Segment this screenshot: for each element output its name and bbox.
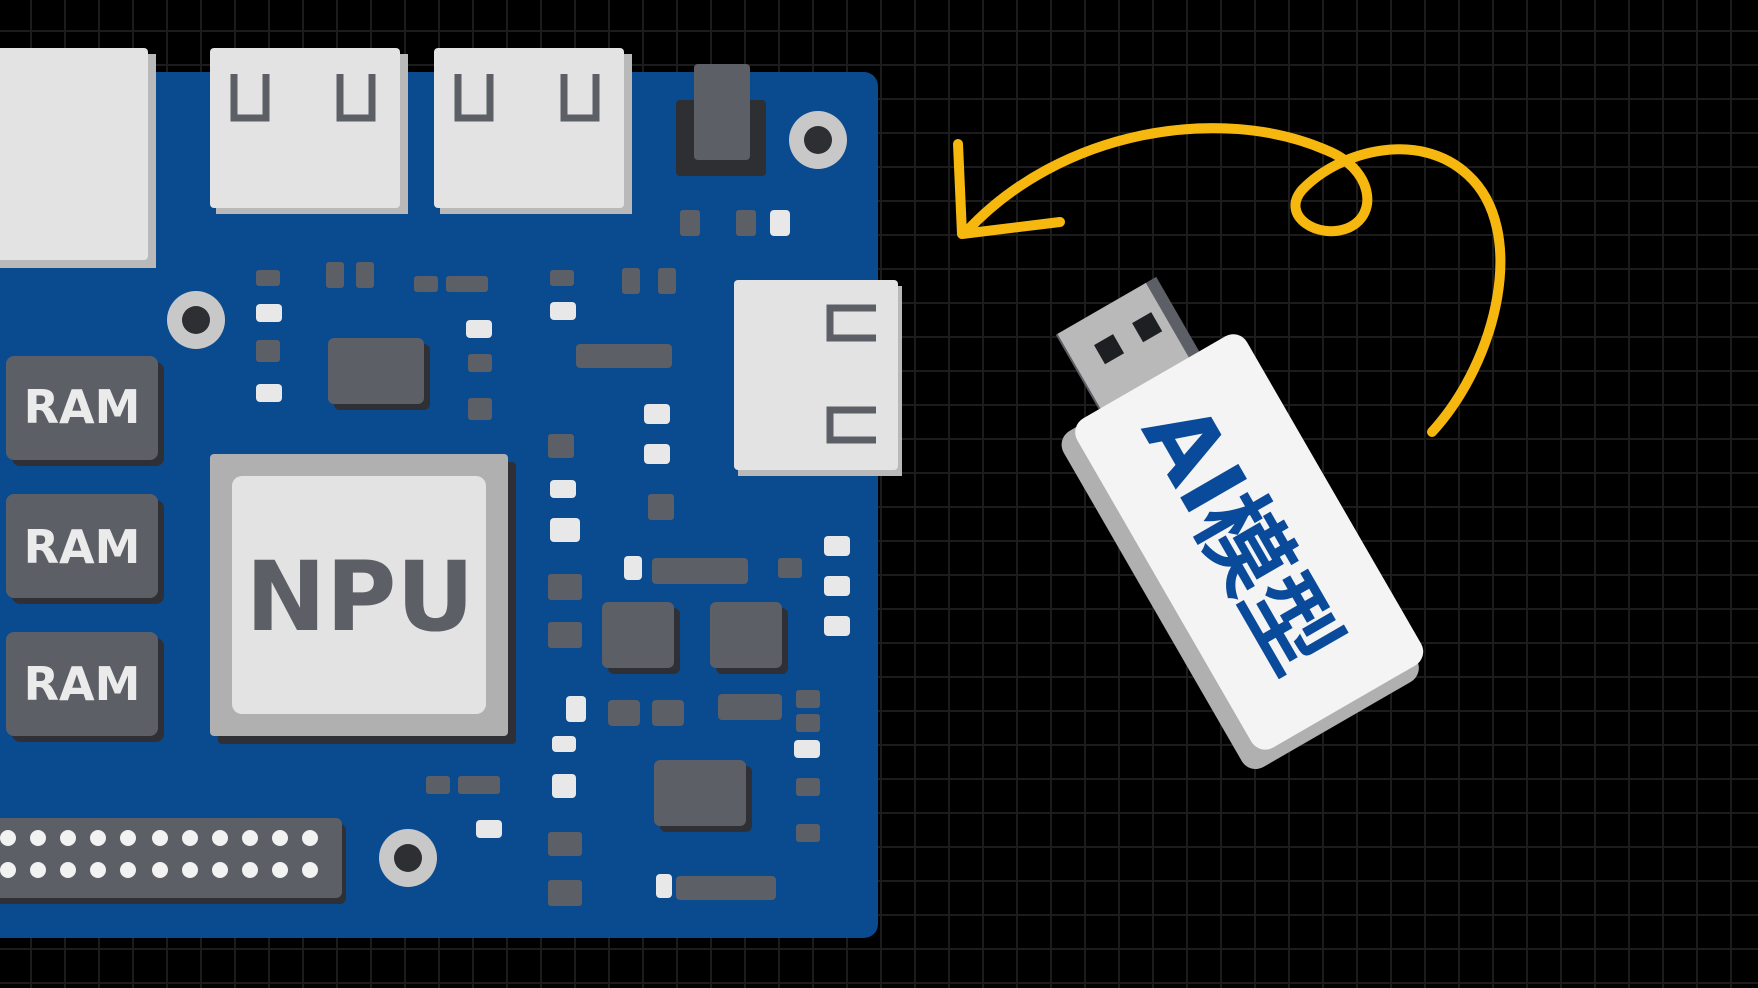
usb-body <box>1075 334 1424 750</box>
ethernet-port <box>0 48 148 260</box>
gpio-pin <box>90 830 106 846</box>
gpio-pins <box>0 830 318 878</box>
usb-slot-icon <box>826 406 876 444</box>
gpio-pin <box>242 862 258 878</box>
usb-port-stack-2 <box>434 48 632 214</box>
small-chip <box>654 760 752 832</box>
gpio-header <box>0 818 346 904</box>
usb-connector-hole <box>1132 312 1163 343</box>
usb-slot-icon <box>230 74 270 122</box>
usb-slot-icon <box>826 304 876 342</box>
circuit-board: RAM RAM RAM NPU <box>0 48 902 938</box>
resistor-bar <box>414 276 782 900</box>
gpio-pin <box>30 862 46 878</box>
gpio-pin <box>212 830 228 846</box>
gpio-pin <box>30 830 46 846</box>
usb-connector-hole <box>1094 334 1125 365</box>
gpio-pin <box>152 862 168 878</box>
usb-port-stack-1 <box>210 48 408 214</box>
gpio-pin <box>212 862 228 878</box>
ram-label: RAM <box>24 380 141 434</box>
gpio-pin <box>60 830 76 846</box>
gpio-pin <box>272 830 288 846</box>
gpio-pin <box>182 830 198 846</box>
arrow-curve <box>961 123 1506 437</box>
button-cap <box>694 64 750 160</box>
small-chip <box>602 602 680 674</box>
mounting-hole <box>379 829 437 887</box>
curved-arrow <box>953 123 1506 437</box>
gpio-pin <box>302 830 318 846</box>
gpio-pin <box>242 830 258 846</box>
npu-chip: NPU <box>210 454 516 744</box>
small-chip <box>328 338 430 410</box>
mounting-hole <box>167 291 225 349</box>
gpio-pin <box>90 862 106 878</box>
ram-label: RAM <box>24 520 141 574</box>
usb-slot-icon <box>560 74 600 122</box>
ram-label: RAM <box>24 657 141 711</box>
gpio-pin <box>0 862 16 878</box>
mounting-hole <box>789 111 847 169</box>
smd-components <box>256 210 820 906</box>
gpio-pin <box>0 830 16 846</box>
ram-chip: RAM <box>6 632 164 742</box>
small-chip <box>710 602 788 674</box>
gpio-pin <box>152 830 168 846</box>
gpio-pin <box>60 862 76 878</box>
npu-label: NPU <box>246 541 475 653</box>
usb-slot-icon <box>454 74 494 122</box>
gpio-pin <box>120 862 136 878</box>
gpio-pin <box>302 862 318 878</box>
ram-chip: RAM <box>6 356 164 466</box>
gpio-pin <box>272 862 288 878</box>
usb-stick: AI模型 <box>1055 276 1424 770</box>
side-usb-port <box>734 280 902 476</box>
ram-chip: RAM <box>6 494 164 604</box>
gpio-pin <box>120 830 136 846</box>
smd-components-light <box>256 210 850 898</box>
arrow-head-icon <box>953 139 1065 239</box>
gpio-pin <box>182 862 198 878</box>
usb-slot-icon <box>336 74 376 122</box>
